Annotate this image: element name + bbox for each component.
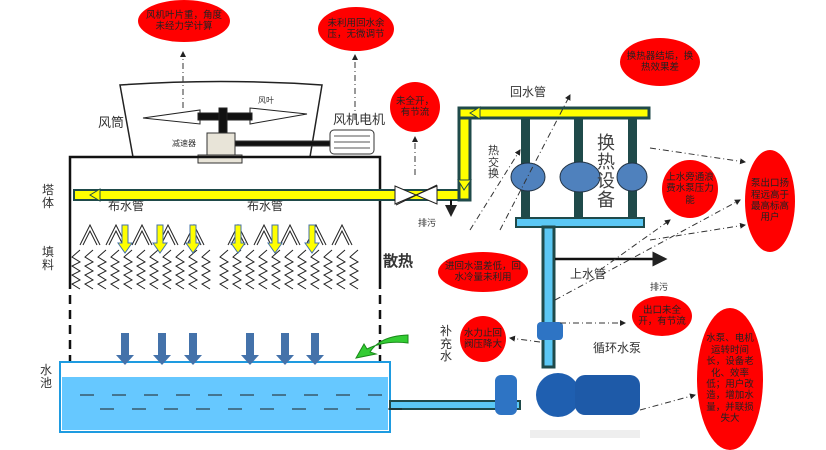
fill-zigzag [70, 249, 82, 290]
fill-zigzag [174, 249, 186, 290]
fill-chevron [331, 223, 353, 246]
fill-zigzag [231, 249, 243, 290]
water-drop-arrow-icon [306, 333, 324, 365]
pool-label: 水池 [40, 363, 53, 390]
hot-water-arrow-icon [117, 224, 133, 254]
hot-water-arrow-icon [267, 224, 283, 254]
makeup-water-arrow-icon [355, 334, 409, 359]
problem-temp-difference: 进回水温差低，回水冷量未利用 [438, 252, 528, 292]
problem-return-pressure: 未利用回水余压，无微调节 [318, 7, 394, 51]
distribution-pipe-label-1: 布水管 [108, 199, 145, 213]
fill-zigzag [270, 249, 282, 290]
fan-stack-label: 风筒 [98, 116, 125, 131]
problem-outlet-throttle: 出口未全开，有节流 [632, 296, 692, 336]
water-drop-arrow-icon [241, 333, 259, 365]
circulating-pump-icon [495, 322, 640, 438]
fill-zigzag [135, 249, 147, 290]
return-pipe [457, 106, 651, 120]
heat-exchanger [510, 118, 648, 228]
fill-zigzag [109, 249, 121, 290]
fill-zigzag [218, 249, 230, 290]
fill-zigzag [96, 249, 108, 290]
fill-label: 填料 [42, 245, 55, 272]
pointer-line [469, 149, 521, 231]
fill-zigzag [309, 249, 321, 290]
fill-zigzag [296, 249, 308, 290]
water-drop-arrow-icon [276, 333, 294, 365]
outlet-pipe [389, 400, 521, 410]
tower-body-label: 塔体 [42, 183, 55, 210]
distribution-pipe-label-2: 布水管 [247, 199, 284, 213]
pointer-line [639, 393, 696, 411]
blowdown-label-1: 排污 [418, 219, 437, 229]
reducer-label: 减速器 [172, 139, 196, 148]
hot-water-arrow-icon [152, 224, 168, 254]
supply-pipe [541, 225, 556, 369]
fill-chevron [253, 223, 275, 246]
water-drop-arrow-icon [116, 333, 134, 365]
fill-zigzag [283, 249, 295, 290]
supply-pipe-label: 上水管 [570, 267, 607, 281]
fan-blade-icon [142, 107, 308, 137]
pointer-line [499, 94, 571, 231]
fill-zigzag [244, 249, 256, 290]
reducer-icon [197, 132, 332, 164]
fan-blade-label: 风叶 [258, 96, 274, 105]
fill-zigzag [322, 249, 334, 290]
problem-fan-blade: 风机叶片重，角度未经力学计算 [138, 0, 230, 42]
blowdown-label-2: 排污 [650, 283, 669, 293]
fill-zigzag [122, 249, 134, 290]
problem-bypass: 上水旁通浪费水泵压力能 [662, 160, 718, 218]
fan-motor-label: 风机电机 [333, 113, 386, 128]
tower-body [68, 155, 382, 362]
fill-zigzag [335, 249, 347, 290]
pointer-line [649, 147, 746, 165]
hot-water-arrow-icon [230, 224, 246, 254]
hot-water-arrow-icon [185, 224, 201, 254]
pointer-line [509, 335, 541, 343]
problem-pump-aging: 水泵、电机运转时间长，设备老化、效率低；用户改造，增加水量，并联损失大 [697, 308, 763, 450]
water-pool [59, 361, 391, 433]
fill-chevron [279, 223, 301, 246]
heat-exchange-label: 热交换 [488, 144, 499, 181]
fill-zigzag [348, 249, 360, 290]
hot-water-arrow-icon [304, 224, 320, 254]
fan-motor-icon [329, 129, 375, 155]
problem-exchanger-scaling: 换热器结垢，换热效果差 [620, 38, 700, 86]
pointer-line [649, 222, 746, 241]
water-drop-arrow-icon [153, 333, 171, 365]
fill-zigzag [257, 249, 269, 290]
circulating-pump-label: 循环水泵 [593, 341, 642, 355]
pointer-line [554, 199, 741, 301]
fill-zigzag [161, 249, 173, 290]
return-pipe-label: 回水管 [510, 85, 547, 99]
problem-valve-throttle: 未全开，有节流 [390, 82, 440, 132]
problem-check-valve: 水力止回阀压降大 [460, 316, 506, 362]
fill-zigzag [148, 249, 160, 290]
fill-chevron [79, 223, 101, 246]
throttle-valve-icon [394, 184, 438, 206]
exchanger-label: 换热设备 [597, 133, 615, 211]
water-drop-arrow-icon [184, 333, 202, 365]
heat-dissipation-label: 散热 [383, 252, 414, 270]
fill-zigzag [187, 249, 199, 290]
makeup-water-label: 补充水 [440, 324, 453, 364]
fill-zigzag [200, 249, 212, 290]
pointer-line [599, 219, 671, 271]
problem-pump-head: 泵出口扬程远高于最高标高用户 [745, 150, 795, 252]
fill-zigzag [83, 249, 95, 290]
fill-chevron [131, 223, 153, 246]
